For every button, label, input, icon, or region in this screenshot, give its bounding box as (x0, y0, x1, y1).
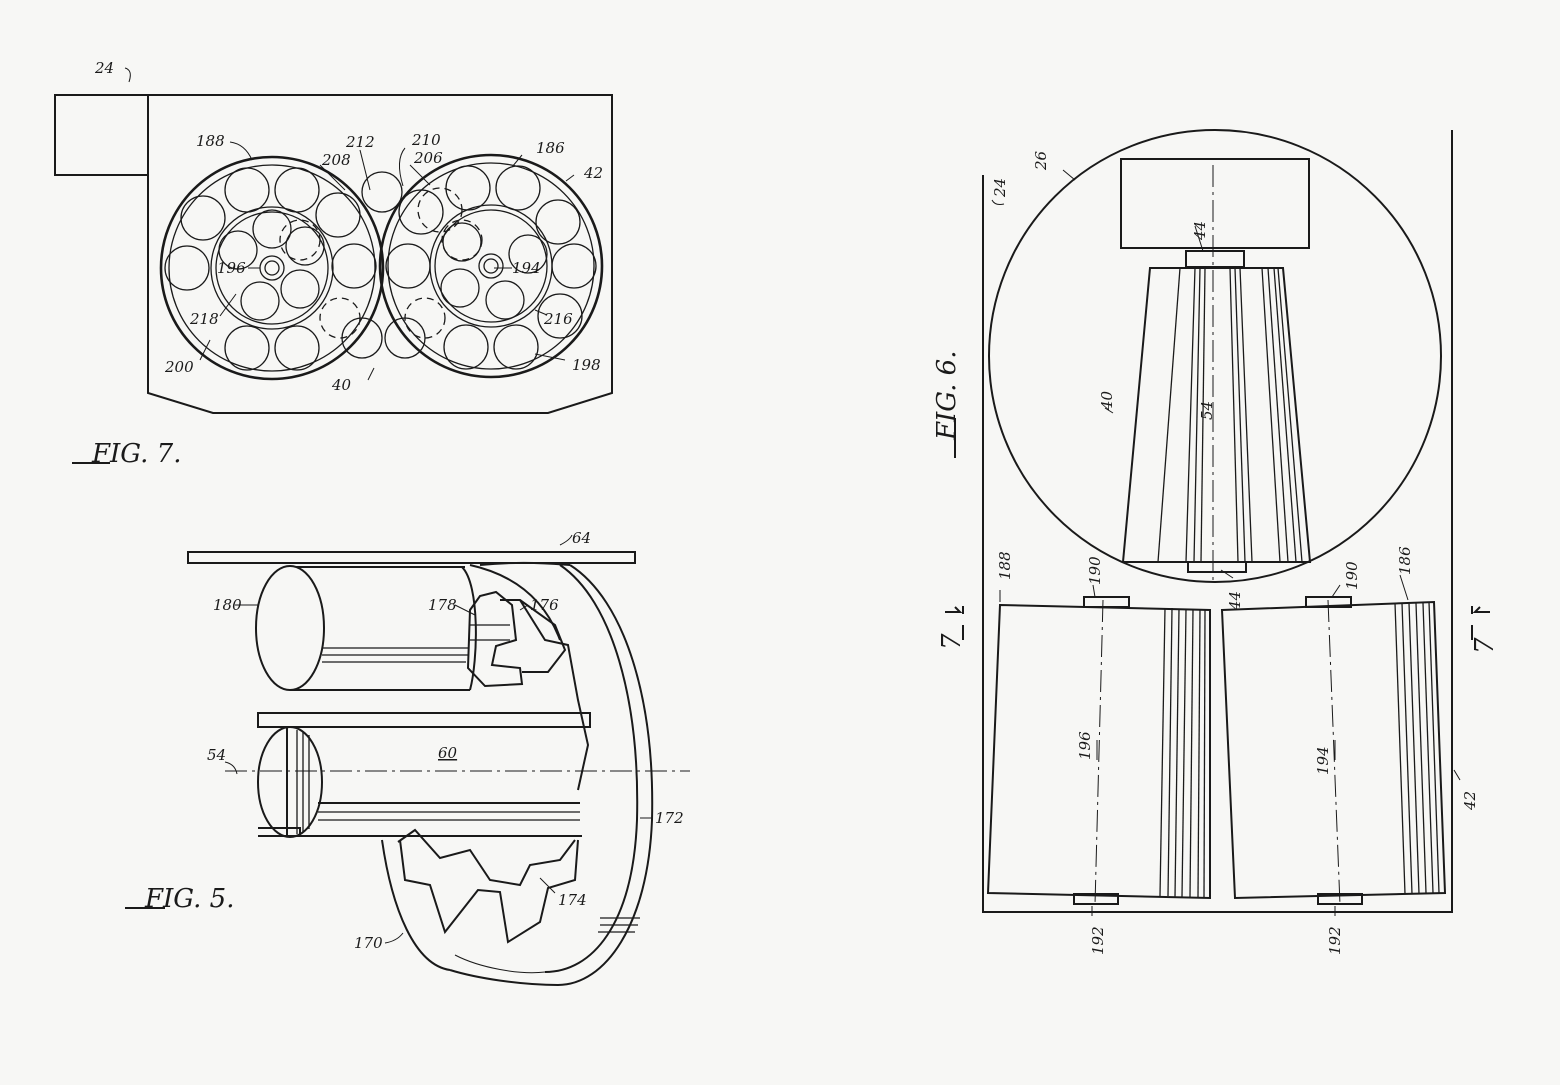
figure-7: 24 188 212 210 206 208 186 42 196 194 21… (54, 59, 613, 469)
fig6-ref-188: 188 (996, 551, 1014, 580)
fig5-ref-170: 170 (354, 934, 383, 952)
fig7-left-outer-cells (164, 167, 377, 371)
fig7-left-rotor (159, 155, 385, 381)
fig6-left-rotor-188 (986, 596, 1211, 906)
fig7-right-outer-cells (385, 165, 597, 370)
fig7-ref-218: 218 (189, 310, 219, 328)
fig6-ref-26: 26 (1032, 150, 1050, 171)
fig5-bar-64 (187, 551, 636, 564)
fig7-ref-198: 198 (572, 356, 601, 374)
figure-6: 26 24 44 40 54 188 190 44 190 186 196 19… (932, 129, 1500, 955)
fig6-ref-44-top: 44 (1191, 221, 1209, 241)
fig6-section-mark-right: 7 (1470, 637, 1500, 654)
fig7-right-rotor (378, 153, 604, 379)
fig5-clip-178-176 (466, 590, 567, 688)
fig6-section-line-7 (945, 606, 1490, 640)
fig6-ref-40: 40 (1098, 390, 1116, 411)
fig6-title: FIG. 6. (932, 351, 962, 442)
fig7-ref-40: 40 (331, 376, 352, 394)
fig5-cylinder-180 (255, 565, 477, 691)
fig6-section-mark-left: 7 (937, 633, 967, 650)
fig5-ref-180: 180 (213, 596, 242, 614)
fig7-ref-216: 216 (543, 310, 573, 328)
fig7-leaders (124, 67, 575, 381)
fig7-ref-24: 24 (94, 59, 114, 77)
fig7-ref-194: 194 (512, 259, 541, 277)
fig6-ref-186: 186 (1396, 546, 1414, 575)
fig5-shaft-60 (257, 712, 591, 838)
fig6-ref-24: 24 (991, 178, 1009, 198)
fig7-ref-196: 196 (217, 259, 246, 277)
fig5-ref-178: 178 (428, 596, 457, 614)
fig6-ref-190-right: 190 (1343, 561, 1361, 590)
fig7-ref-208: 208 (321, 151, 351, 169)
fig6-circle-26 (988, 129, 1442, 583)
fig7-ref-200: 200 (164, 358, 194, 376)
fig5-ref-54: 54 (207, 746, 226, 764)
fig6-ref-192-right: 192 (1326, 926, 1344, 955)
figure-5: 64 180 178 176 54 60 172 174 170 FIG. 5. (125, 529, 690, 987)
fig7-ref-188: 188 (196, 132, 225, 150)
fig7-ref-42: 42 (583, 164, 603, 182)
fig7-ref-212: 212 (345, 133, 375, 151)
fig6-ref-54: 54 (1198, 401, 1216, 420)
fig6-ref-44-mid: 44 (1226, 591, 1244, 611)
fig7-title: FIG. 7. (91, 439, 182, 469)
fig6-leaders (991, 169, 1461, 916)
fig6-ref-42: 42 (1461, 791, 1479, 811)
fig6-motor-block (1120, 158, 1310, 249)
fig7-left-inner-cells (218, 209, 325, 321)
fig6-ref-196: 196 (1076, 731, 1094, 760)
fig5-ref-176: 176 (530, 596, 559, 614)
fig5-title: FIG. 5. (144, 884, 235, 914)
fig6-ref-192-left: 192 (1089, 926, 1107, 955)
fig7-right-inner-cells (440, 222, 548, 320)
fig6-right-rotor-186 (1220, 596, 1447, 906)
fig7-ref-186: 186 (536, 139, 565, 157)
fig7-ref-210: 210 (411, 131, 441, 149)
fig6-ref-190-left: 190 (1086, 556, 1104, 585)
fig7-ref-206: 206 (413, 149, 443, 167)
fig5-ref-172: 172 (655, 809, 684, 827)
fig5-ref-174: 174 (558, 891, 587, 909)
fig6-rotor-40 (1121, 250, 1312, 573)
fig6-ref-194: 194 (1314, 746, 1332, 775)
fig5-ref-60: 60 (438, 744, 458, 762)
fig7-center-cells (279, 171, 483, 359)
fig5-ref-64: 64 (572, 529, 591, 547)
fig6-housing (982, 130, 1453, 913)
fig5-leaders (224, 534, 652, 944)
fig7-housing (54, 94, 613, 414)
fig5-gear-ring (381, 561, 654, 987)
